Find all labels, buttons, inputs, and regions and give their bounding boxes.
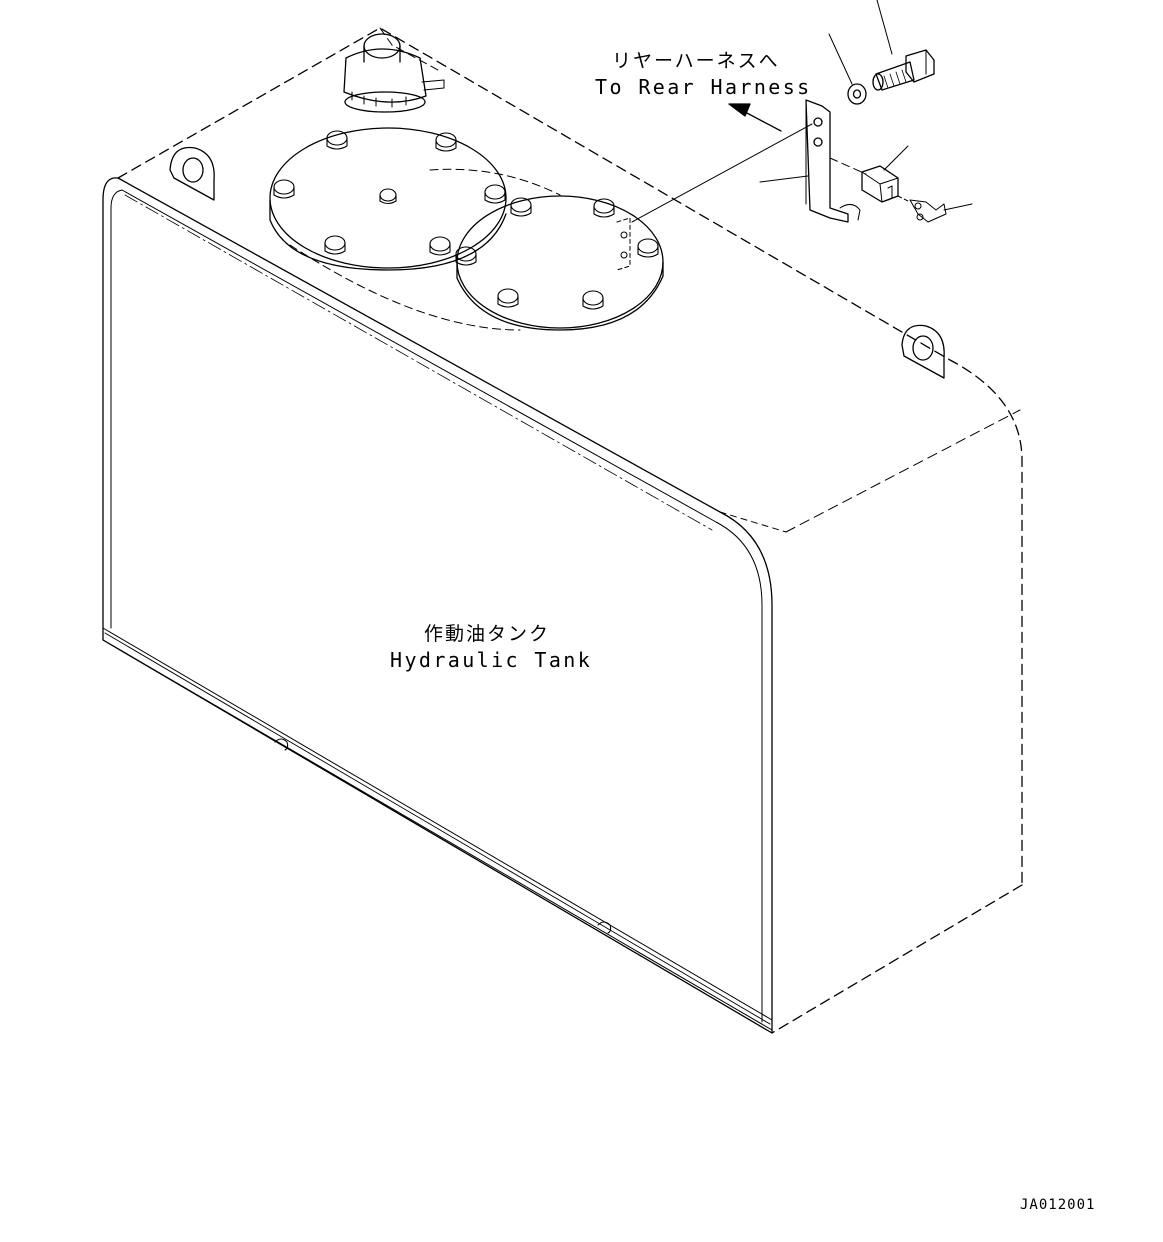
rear-harness-label-jp: リヤーハーネスへ: [612, 50, 780, 72]
bolt: [379, 188, 397, 205]
washer: [847, 83, 867, 105]
bolt: [435, 132, 457, 152]
rear-harness-arrow: [728, 103, 782, 132]
cover-bolts: [273, 130, 659, 310]
breather-cap: [343, 33, 445, 113]
bolt: [455, 246, 477, 266]
mounting-bolt: [872, 49, 935, 91]
lifting-eye-left: [169, 146, 215, 201]
bolt: [497, 288, 519, 308]
wire-clip: [897, 195, 947, 223]
bolt: [593, 198, 615, 218]
bolt: [326, 130, 348, 150]
bolt: [582, 290, 604, 310]
bolt: [429, 236, 451, 256]
tank-label-en: Hydraulic Tank: [390, 648, 592, 672]
rear-harness-label-en: To Rear Harness: [595, 75, 812, 99]
bolt: [484, 184, 506, 204]
bolt: [510, 197, 532, 217]
tank-body: [102, 27, 1023, 1034]
cover-plate-large: [269, 127, 561, 331]
drawing-code: JA012001: [1020, 1197, 1095, 1213]
connector: [861, 165, 899, 203]
level-sensor: [616, 217, 631, 271]
bracket-assembly: [631, 0, 973, 223]
bolt: [273, 179, 295, 199]
cover-plate-small: [456, 195, 664, 331]
bolt: [637, 238, 659, 258]
tank-label-jp: 作動油タンク: [424, 623, 550, 645]
bolt: [324, 235, 346, 255]
lifting-eye-right: [901, 324, 945, 379]
